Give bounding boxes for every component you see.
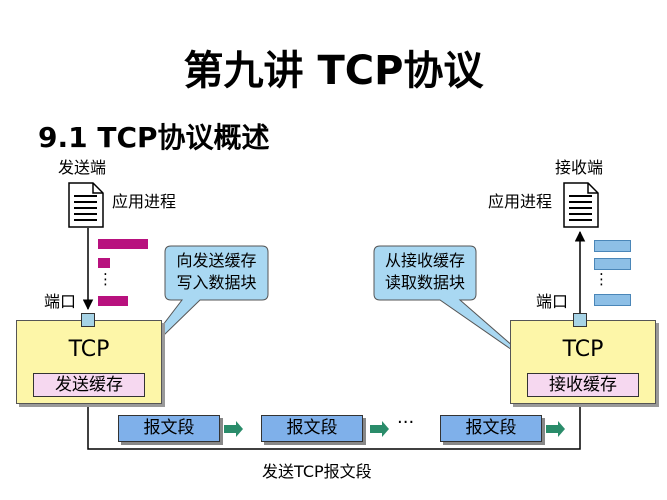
receiver-tcp-label: TCP (562, 337, 604, 362)
receiver-document-icon (563, 182, 599, 228)
segment-arrow-1 (224, 421, 243, 437)
segment-arrow-3 (546, 421, 565, 437)
receiver-port-label: 端口 (536, 292, 569, 311)
receiver-data-block (594, 294, 631, 306)
receiver-callout-text: 从接收缓存 读取数据块 (374, 250, 476, 294)
sender-buffer: 发送缓存 (33, 373, 145, 397)
bottom-connection-line (87, 404, 581, 450)
section-subtitle: 9.1 TCP协议概述 (38, 121, 270, 154)
receiver-heading: 接收端 (555, 158, 604, 177)
sender-callout-line: 向发送缓存 (176, 251, 257, 270)
segment-box: 报文段 (118, 415, 220, 442)
segment-box: 报文段 (440, 415, 542, 442)
receiver-callout-line: 从接收缓存 (384, 251, 465, 270)
sender-callout-text: 向发送缓存 写入数据块 (165, 250, 268, 294)
sender-data-block (98, 258, 110, 268)
sender-data-block (98, 296, 128, 306)
sender-callout-shape (129, 245, 269, 369)
receiver-app-process-label: 应用进程 (488, 192, 553, 211)
receiver-tcp-box: TCP 接收缓存 (510, 320, 656, 404)
sender-port (81, 313, 95, 327)
receiver-port (573, 313, 587, 327)
sender-vertical-ellipsis: ⋮ (98, 270, 113, 288)
sender-app-process-label: 应用进程 (112, 192, 177, 211)
bottom-label: 发送TCP报文段 (262, 462, 372, 481)
segment-arrow-2 (370, 421, 389, 437)
page-title: 第九讲 TCP协议 (183, 48, 484, 94)
sender-callout-line: 写入数据块 (176, 273, 257, 292)
sender-heading: 发送端 (58, 158, 107, 177)
sender-tcp-label: TCP (68, 337, 110, 362)
segment-box: 报文段 (261, 415, 363, 442)
sender-tcp-box: TCP 发送缓存 (16, 320, 162, 404)
receiver-data-block (594, 240, 631, 252)
sender-port-label: 端口 (44, 292, 77, 311)
receiver-callout-line: 读取数据块 (384, 273, 465, 292)
segment-ellipsis: ··· (397, 412, 415, 433)
receiver-data-block (594, 258, 631, 270)
sender-document-icon (68, 182, 104, 228)
sender-data-block (98, 239, 148, 249)
receiver-vertical-ellipsis: ⋮ (594, 270, 609, 288)
receiver-callout-shape (373, 245, 539, 369)
receiver-buffer: 接收缓存 (527, 373, 639, 397)
